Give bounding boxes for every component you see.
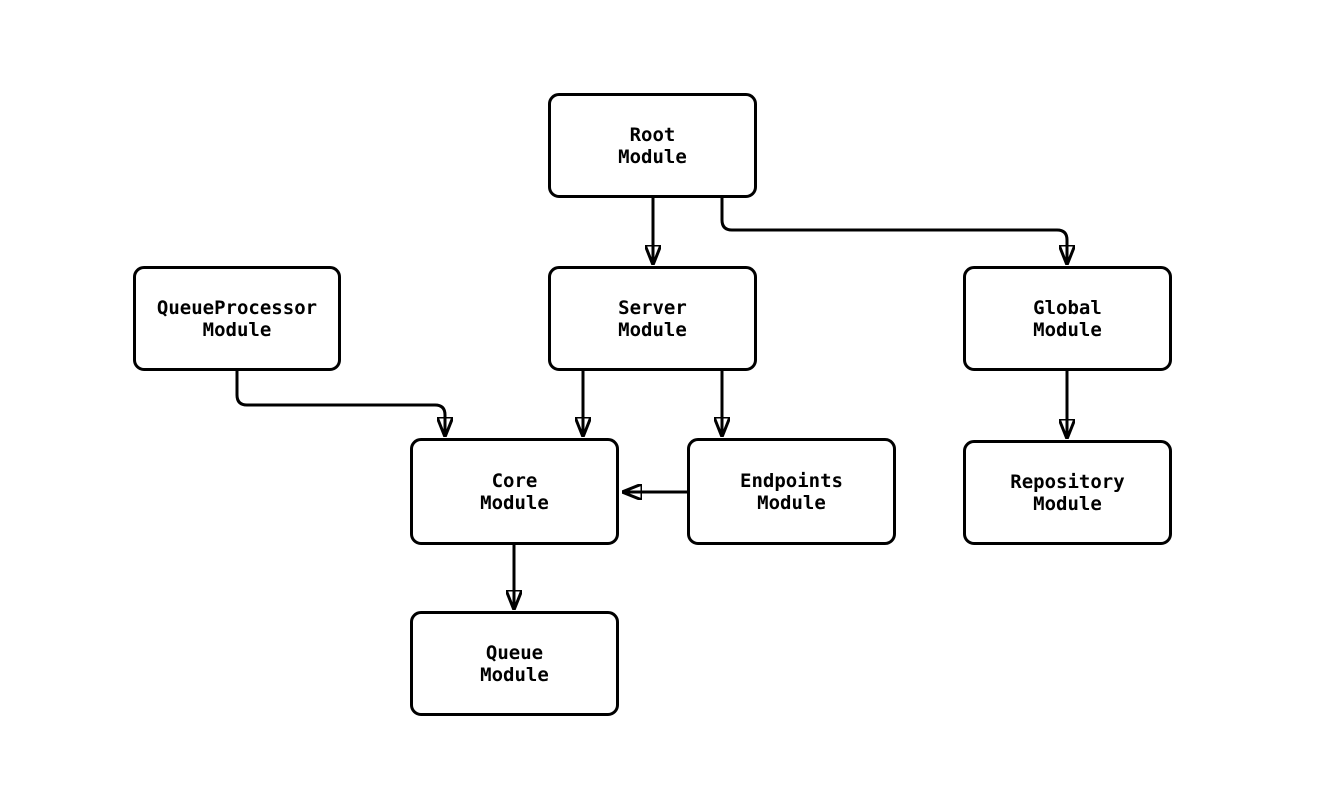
edge-queueprocessor-to-core xyxy=(235,371,445,435)
node-server-module: Server Module xyxy=(548,266,757,371)
node-repository-module-label: Repository Module xyxy=(1010,470,1125,515)
node-root-module: Root Module xyxy=(548,93,757,198)
node-global-module: Global Module xyxy=(963,266,1172,371)
node-root-module-label: Root Module xyxy=(618,123,687,168)
node-core-module: Core Module xyxy=(410,438,619,545)
edge-root-to-global xyxy=(720,198,1067,263)
node-queueprocessor-module-label: QueueProcessor Module xyxy=(156,296,318,341)
node-queue-module-label: Queue Module xyxy=(480,641,549,686)
node-global-module-label: Global Module xyxy=(1033,296,1102,341)
node-endpoints-module: Endpoints Module xyxy=(687,438,896,545)
node-queue-module: Queue Module xyxy=(410,611,619,716)
node-core-module-label: Core Module xyxy=(480,469,549,514)
node-repository-module: Repository Module xyxy=(963,440,1172,545)
node-server-module-label: Server Module xyxy=(618,296,687,341)
node-endpoints-module-label: Endpoints Module xyxy=(740,469,843,514)
node-queueprocessor-module: QueueProcessor Module xyxy=(133,266,341,371)
